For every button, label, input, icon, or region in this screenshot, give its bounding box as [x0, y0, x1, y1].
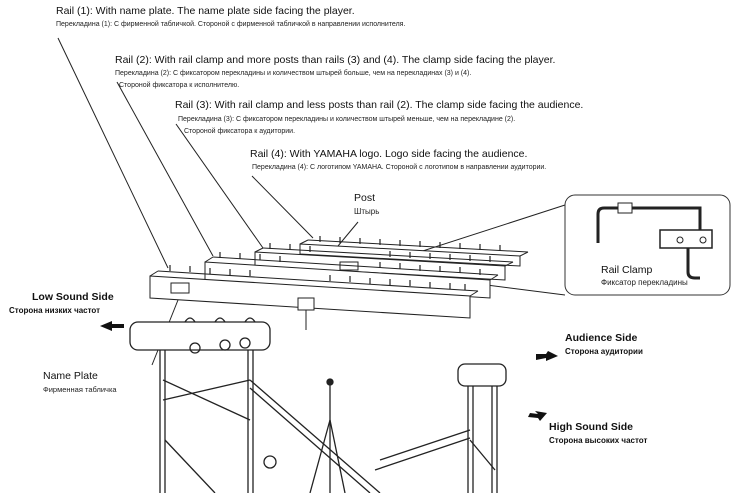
name-plate-shape: [170, 282, 190, 294]
audience-side-label-ru: Сторона аудитории: [565, 347, 643, 356]
rail2-leader: [116, 81, 214, 257]
rail4-leader: [251, 175, 314, 239]
low-side-label: Low Sound Side: [32, 291, 114, 303]
rail1-leader: [57, 37, 169, 269]
rail3-label-ru2: Стороной фиксатора к аудитории.: [184, 128, 296, 135]
high-side-label: High Sound Side: [549, 421, 633, 433]
audience-side-arrow: [536, 351, 558, 361]
rail2-label: Rail (2): With rail clamp and more posts…: [115, 54, 556, 66]
rail4-label: Rail (4): With YAMAHA logo. Logo side fa…: [250, 148, 528, 160]
post-label: Post: [354, 192, 376, 204]
rail-clamp-inset: [564, 194, 731, 296]
low-side-arrow: [100, 321, 124, 331]
low-side-label-ru: Сторона низких частот: [9, 306, 101, 315]
rail3-label-ru: Перекладина (3): С фиксатором перекладин…: [178, 116, 516, 123]
high-side-label-ru: Сторона высоких частот: [549, 436, 648, 445]
audience-side-label: Audience Side: [565, 332, 638, 344]
stand-frame: [129, 317, 507, 493]
rail4-label-ru: Перекладина (4): С логотипом YAMAHA. Сто…: [252, 164, 547, 171]
high-side-arrow: [528, 411, 547, 421]
name-plate-label: Name Plate: [43, 370, 98, 382]
rail2-label-ru: Перекладина (2): С фиксатором перекладин…: [115, 70, 472, 77]
name-plate-label-ru: Фирменная табличка: [43, 385, 117, 394]
direction-arrows: [100, 321, 558, 421]
rail-clamp-label: Rail Clamp: [601, 264, 653, 276]
rail3-leader: [175, 123, 264, 249]
rail-clamp-label-ru: Фиксатор перекладины: [601, 278, 688, 287]
post-label-ru: Штырь: [354, 207, 380, 216]
rail-1: [149, 270, 479, 330]
rail2-label-ru2: Стороной фиксатора к исполнителю.: [119, 82, 240, 89]
rail1-label: Rail (1): With name plate. The name plat…: [56, 5, 355, 17]
rail1-label-ru: Перекладина (1): С фирменной табличкой. …: [56, 21, 406, 28]
rail3-label: Rail (3): With rail clamp and less posts…: [175, 99, 584, 111]
